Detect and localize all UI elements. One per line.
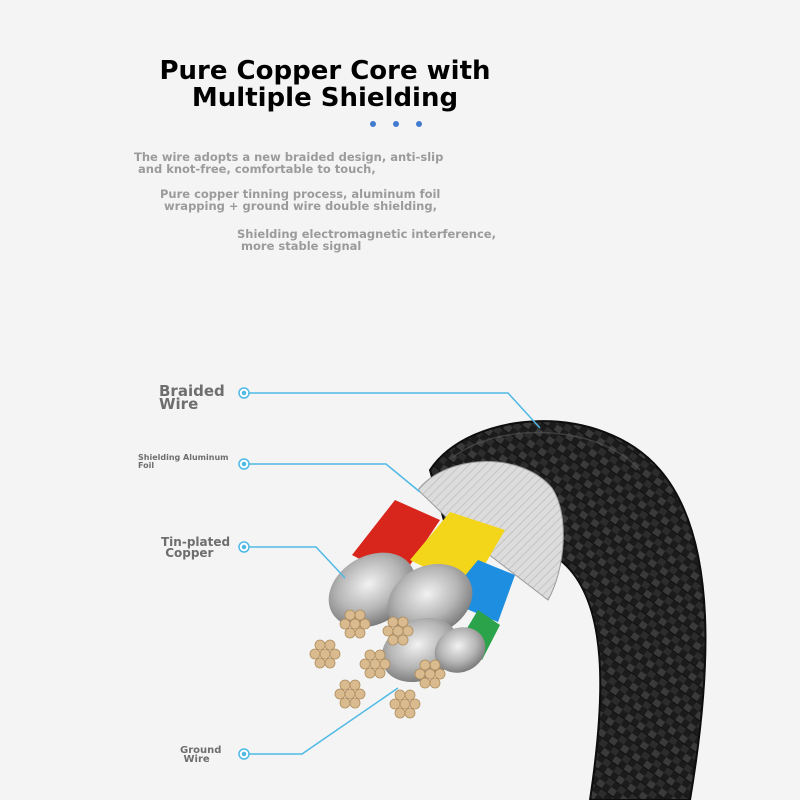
- label-line: Wire: [159, 395, 199, 413]
- description-line: and knot-free, comfortable to touch,: [138, 162, 376, 176]
- title-line-1: Pure Copper Core with: [159, 56, 491, 86]
- label-tin-plated-copper: Tin-plated Copper: [161, 535, 231, 560]
- accent-dot: [370, 121, 376, 127]
- accent-dots: [366, 121, 426, 129]
- label-line: Tin-plated: [161, 535, 231, 549]
- label-ground-wire: Ground Wire: [180, 745, 222, 765]
- strand-bundle: [382, 616, 414, 646]
- strand-bundle: [359, 649, 391, 679]
- description-line: Pure copper tinning process, aluminum fo…: [160, 187, 441, 201]
- strand-bundle: [389, 689, 421, 719]
- callout-ground-wire: [238, 687, 399, 760]
- title-line-2: Multiple Shielding: [191, 83, 459, 113]
- strand-bundle: [334, 679, 366, 709]
- strand-bundle: [309, 639, 341, 669]
- accent-dot: [416, 121, 422, 127]
- description-line: Shielding electromagnetic interference,: [237, 227, 496, 241]
- accent-dot: [393, 121, 399, 127]
- label-line: Wire: [183, 754, 210, 765]
- copper-strand-ends: [309, 609, 446, 719]
- description-line: The wire adopts a new braided design, an…: [134, 150, 444, 164]
- label-line: Foil: [138, 461, 155, 470]
- callout-aluminum-foil: [238, 458, 421, 493]
- strand-bundle: [414, 659, 446, 689]
- description-line: more stable signal: [241, 239, 362, 253]
- page-title: Pure Copper Core with Multiple Shielding: [0, 58, 650, 112]
- label-braided-wire: Braided Wire: [159, 382, 225, 413]
- description-line: wrapping + ground wire double shielding,: [164, 199, 437, 213]
- label-line: Ground: [180, 745, 222, 756]
- callout-tin-plated-copper: [238, 541, 346, 579]
- description-paragraph-2: Pure copper tinning process, aluminum fo…: [160, 188, 440, 212]
- label-line: Shielding Aluminum: [138, 453, 229, 462]
- description-paragraph-1: The wire adopts a new braided design, an…: [134, 151, 443, 175]
- label-line: Copper: [165, 546, 214, 560]
- strand-bundle: [339, 609, 371, 639]
- callout-braided-wire: [238, 387, 541, 429]
- label-line: Braided: [159, 382, 225, 400]
- label-shielding-aluminum-foil: Shielding Aluminum Foil: [138, 454, 228, 470]
- description-paragraph-3: Shielding electromagnetic interference, …: [237, 228, 496, 252]
